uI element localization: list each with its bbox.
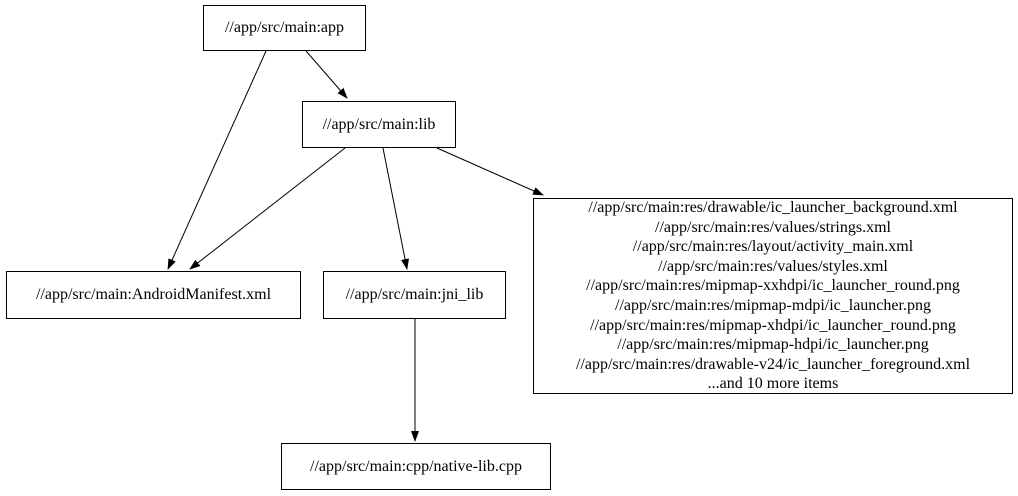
edge-app-to-lib [305,50,348,99]
node-label-line: //app/src/main:res/mipmap-mdpi/ic_launch… [615,297,931,314]
node-label-line: //app/src/main:res/drawable/ic_launcher_… [588,199,958,217]
node-label-line: //app/src/main:res/mipmap-xhdpi/ic_launc… [590,316,956,334]
edge-app-to-android-manifest [167,50,267,270]
node-label-line: //app/src/main:lib [322,115,436,133]
graph-node-lib: //app/src/main:lib [302,101,456,148]
node-label-line: //app/src/main:AndroidManifest.xml [35,286,272,304]
edge-lib-to-res-files [436,147,544,196]
edge-lib-to-jni-lib [382,147,409,270]
node-label-line: //app/src/main:res/layout/activity_main.… [632,238,914,256]
node-label-line: //app/src/main:res/values/strings.xml [655,218,891,236]
node-label-line: //app/src/main:res/drawable-v24/ic_launc… [575,355,971,373]
graph-node-app: //app/src/main:app [203,5,366,51]
node-label-line: //app/src/main:res/mipmap-xxhdpi/ic_laun… [586,277,960,295]
node-label-line: //app/src/main:cpp/native-lib.cpp [310,457,522,475]
graph-node-res-files: //app/src/main:res/drawable/ic_launcher_… [533,198,1013,394]
graph-node-android-manifest: //app/src/main:AndroidManifest.xml [6,271,301,319]
edge-lib-to-android-manifest [189,147,346,270]
node-label-line: //app/src/main:res/values/styles.xml [658,257,888,275]
node-label-line: //app/src/main:res/mipmap-hdpi/ic_launch… [617,336,929,354]
graph-node-jni-lib: //app/src/main:jni_lib [323,271,506,319]
node-label-line: ...and 10 more items [707,375,839,393]
node-label-line: //app/src/main:jni_lib [345,286,484,304]
graph-node-native-lib-cpp: //app/src/main:cpp/native-lib.cpp [281,443,551,490]
node-label-line: //app/src/main:app [224,19,345,37]
